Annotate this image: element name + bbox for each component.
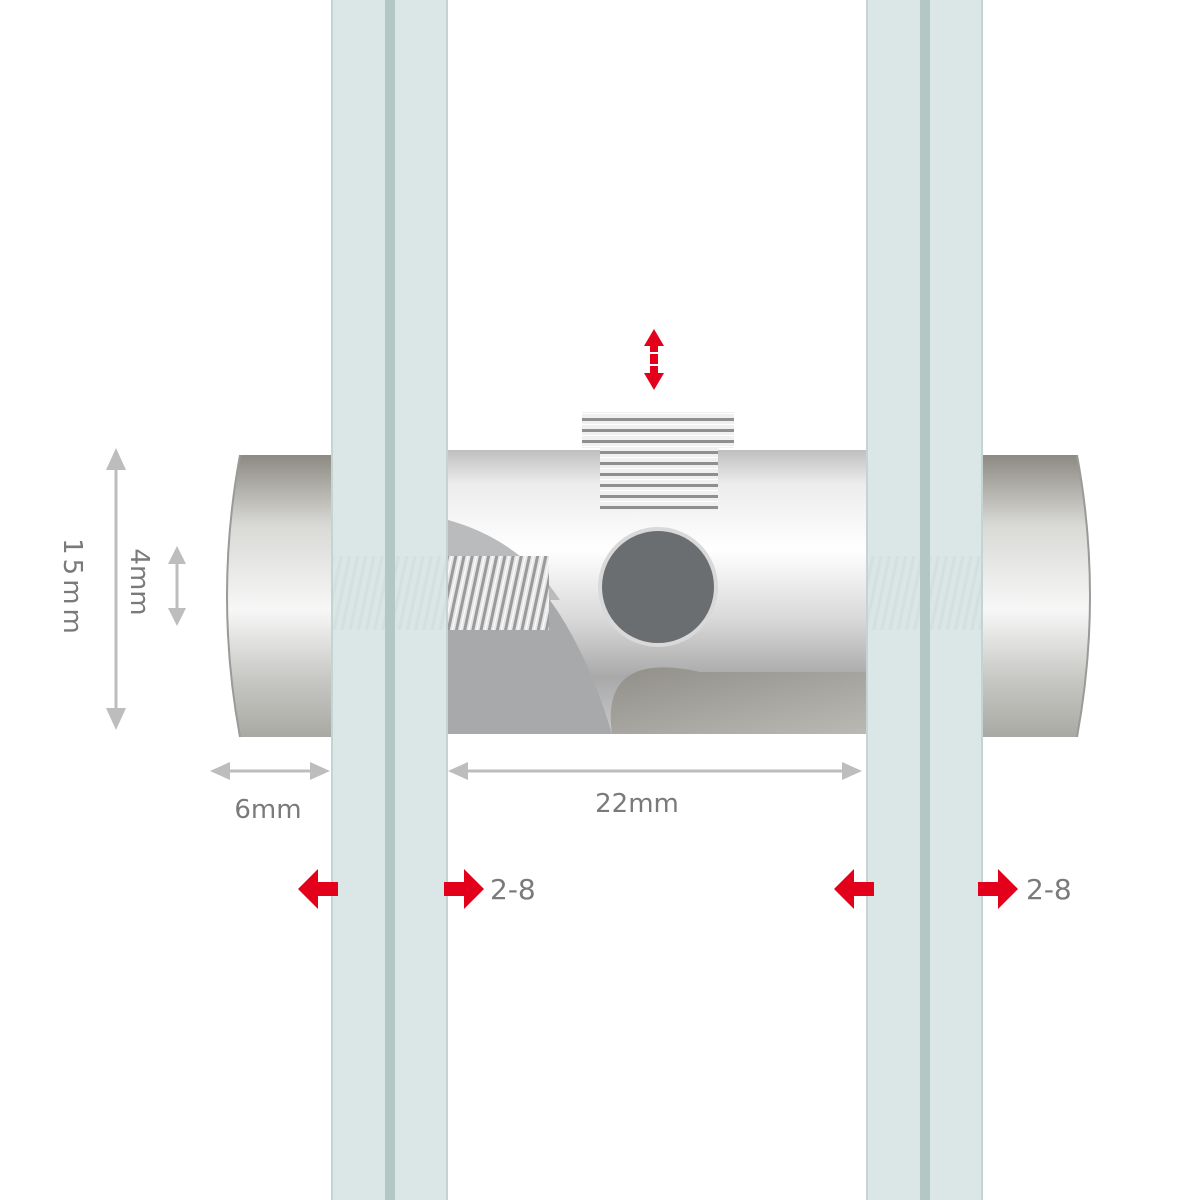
cross-hole [598,527,718,647]
dimension-bolt [168,546,186,626]
bolt-label: 4mm [124,548,154,615]
dimension-cap [210,762,330,780]
right-thickness-label: 2-8 [1026,873,1072,906]
left-panel-arrow-left-icon [298,869,338,909]
right-panel-arrow-right-icon [978,869,1018,909]
left-thickness-label: 2-8 [490,873,536,906]
left-panel-arrow-right-icon [444,869,484,909]
height-label: 15mm [57,538,87,638]
adjust-arrow-icon [644,329,664,390]
right-panel-arrow-left-icon [834,869,874,909]
set-screw [582,412,734,510]
right-glass-panel [866,0,983,1200]
dimension-height [106,448,126,730]
right-end-cap [983,454,1091,738]
dimension-body [448,762,862,780]
left-end-cap [226,454,331,738]
left-glass-panel [331,0,448,1200]
body-label: 22mm [595,789,679,819]
cap-label: 6mm [234,795,301,825]
